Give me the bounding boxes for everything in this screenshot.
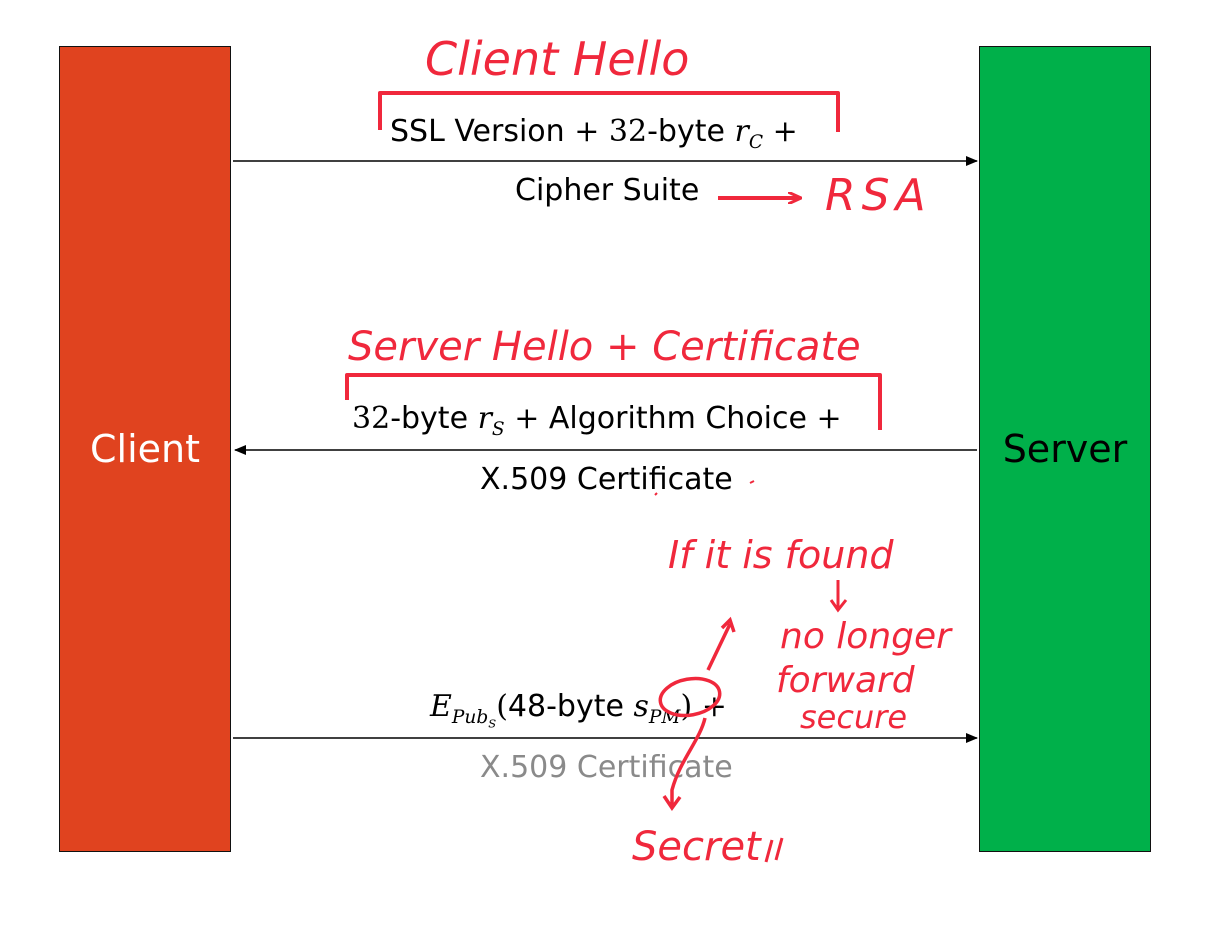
ink-dot-2 — [654, 492, 658, 496]
secret-annotation: Secret — [632, 824, 762, 870]
secret-marks — [764, 837, 784, 863]
ink-dot-1 — [749, 480, 755, 484]
server-hello-bracket — [345, 373, 882, 430]
message-1-line-1: SSL Version + 32-byte rC + — [390, 114, 798, 153]
message-2-line-1: 32-byte rS + Algorithm Choice + — [352, 401, 842, 440]
message-3-line-1: EPubS(48-byte sPM) + — [430, 689, 727, 731]
message-1-line-2: Cipher Suite — [515, 173, 700, 208]
client-label: Client — [89, 427, 200, 471]
server-hello-annotation: Server Hello + Certificate — [348, 324, 861, 370]
server-box: Server — [979, 46, 1151, 852]
message-3-line-2: X.509 Certificate — [480, 750, 733, 785]
message-2-line-2: X.509 Certificate — [480, 462, 733, 497]
spm-circle — [658, 676, 722, 718]
found-down-arrow — [829, 580, 848, 613]
rsa-annotation: RSA — [825, 170, 932, 221]
forward-annotation: forward — [776, 660, 916, 701]
no-longer-annotation: no longer — [780, 616, 953, 657]
client-hello-annotation: Client Hello — [425, 32, 689, 86]
server-label: Server — [1002, 427, 1128, 471]
client-box: Client — [59, 46, 231, 852]
client-hello-bracket — [378, 91, 840, 132]
up-arrow — [706, 616, 736, 671]
if-found-annotation: If it is found — [668, 533, 894, 577]
secret-arrow — [662, 717, 707, 812]
secure-annotation: secure — [800, 698, 907, 736]
